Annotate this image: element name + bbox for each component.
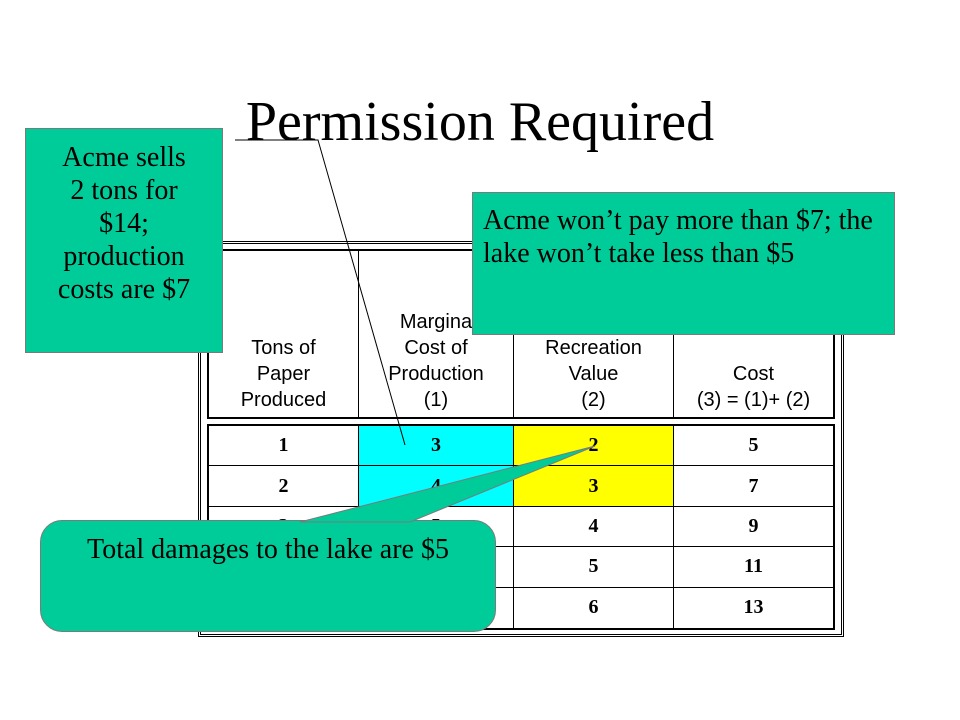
cell-total-cost: 7: [748, 474, 759, 497]
cell-recreation-value: 2: [514, 426, 674, 466]
cell-tons: 2: [209, 466, 359, 506]
cell-recreation-value: 5: [514, 547, 674, 587]
cell-total-cost: 5: [748, 434, 759, 457]
callout-acme-pay: Acme won’t pay more than $7; the lake wo…: [472, 192, 895, 335]
cell-tons: 1: [209, 426, 359, 466]
pointer-wedge-bottom: [299, 445, 596, 523]
cell-recreation-value: 3: [514, 466, 674, 506]
pointer-line-left: [235, 139, 406, 446]
cell-recreation-value: 4: [514, 506, 674, 547]
cell-total-cost: 11: [744, 555, 763, 578]
callout-total-damages: Total damages to the lake are $5: [40, 520, 496, 632]
cell-total-cost: 13: [743, 596, 764, 619]
cell-recreation-value: 6: [514, 587, 674, 628]
header-marginal-cost: Margina Cost of Production (1): [359, 251, 514, 417]
header-total-cost: Cost (3) = (1)+ (2): [696, 363, 811, 411]
header-tons: Tons of Paper Produced: [209, 251, 359, 417]
cell-total-cost: 9: [748, 514, 759, 537]
table-row: 1 3 2 5: [209, 426, 833, 467]
cell-marginal-cost: 3: [359, 426, 514, 466]
slide-title: Permission Required: [245, 91, 715, 153]
callout-acme-sells: Acme sells 2 tons for $14; production co…: [25, 128, 223, 353]
